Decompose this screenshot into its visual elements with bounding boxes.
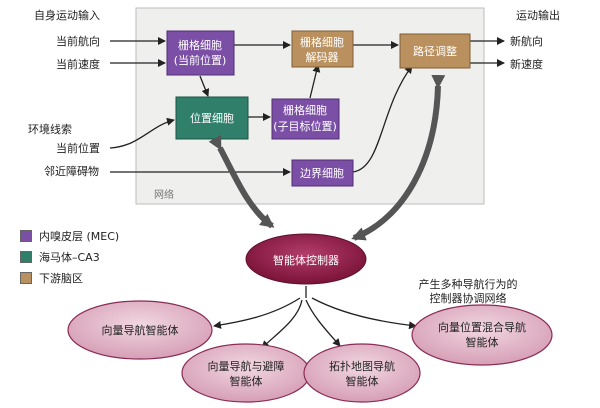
link-network-controller-right	[351, 74, 446, 241]
self-motion-input-label: 自身运动输入	[34, 8, 100, 22]
agent-vector-avoid: 向量导航与避障 智能体	[181, 343, 311, 403]
agent-arrows	[213, 286, 417, 349]
arrow-position-to-place	[109, 117, 175, 149]
box-border-cell: 边界细胞	[291, 159, 354, 187]
agent-hybrid: 向量位置混合导航 智能体	[411, 304, 553, 366]
grid-current-line1: 栅格细胞	[178, 38, 222, 52]
hybrid-line2: 智能体	[466, 335, 499, 349]
legend-label-mec: 内嗅皮层 (MEC)	[39, 230, 120, 243]
controller-ellipse	[245, 233, 367, 285]
box-path-adjust: 路径调整	[399, 33, 471, 69]
grid-decoder-line2: 解码器	[306, 50, 339, 64]
agent-vector-nav: 向量导航智能体	[67, 300, 213, 360]
arrow-to-vector-nav	[213, 297, 301, 329]
env-cues-label: 环境线索	[28, 122, 72, 136]
arrow-grid-to-place	[199, 75, 210, 97]
box-grid-subgoal: 栅格细胞 (子目标位置)	[271, 98, 340, 140]
arrow-to-topo	[305, 299, 341, 347]
link-network-controller-left	[208, 135, 275, 229]
annotation-line2: 控制器协调网络	[430, 291, 507, 305]
legend-label-ca3: 海马体–CA3	[39, 251, 100, 264]
topo-line1: 拓扑地图导航	[329, 359, 395, 373]
legend-item-mec: 内嗅皮层 (MEC)	[20, 229, 119, 243]
grid-decoder-line1: 栅格细胞	[300, 35, 344, 49]
grid-current-line2: (当前位置)	[174, 53, 227, 67]
path-adjust-text: 路径调整	[413, 44, 457, 58]
legend-item-ca3: 海马体–CA3	[20, 250, 100, 264]
current-position-label: 当前位置	[56, 141, 100, 155]
new-heading-label: 新航向	[510, 34, 543, 48]
motion-output-label: 运动输出	[516, 8, 560, 22]
controller-links	[208, 74, 446, 241]
current-speed-label: 当前速度	[56, 57, 100, 71]
box-grid-current: 栅格细胞 (当前位置)	[166, 30, 235, 76]
controller-text: 智能体控制器	[273, 253, 339, 267]
vector-avoid-line2: 智能体	[230, 374, 263, 388]
arrow-to-hybrid	[311, 297, 417, 330]
grid-subgoal-line1: 栅格细胞	[283, 103, 327, 117]
legend-swatch-tan	[20, 272, 32, 284]
legend-label-downstream: 下游脑区	[39, 272, 83, 285]
nearby-obstacles-label: 邻近障碍物	[44, 164, 99, 178]
network-label: 网络	[154, 188, 174, 201]
legend-item-downstream: 下游脑区	[20, 271, 83, 285]
connector-arrows	[109, 37, 505, 176]
current-heading-label: 当前航向	[56, 34, 100, 48]
topo-line2: 智能体	[346, 374, 379, 388]
hybrid-line1: 向量位置混合导航	[438, 320, 526, 334]
vector-nav-text: 向量导航智能体	[102, 323, 179, 337]
box-place-cell: 位置细胞	[175, 96, 249, 140]
arrow-to-vector-avoid	[261, 299, 303, 349]
arrow-subgoal-to-decoder	[309, 64, 321, 99]
place-cell-text: 位置细胞	[190, 111, 234, 125]
vector-avoid-line1: 向量导航与避障	[208, 359, 285, 373]
annotation-line1: 产生多种导航行为的	[419, 277, 518, 291]
agent-topo: 拓扑地图导航 智能体	[303, 343, 421, 403]
border-cell-text: 边界细胞	[300, 167, 344, 180]
legend-swatch-purple	[20, 230, 32, 242]
legend-swatch-teal	[20, 251, 32, 263]
box-grid-decoder: 栅格细胞 解码器	[291, 30, 354, 68]
grid-subgoal-line2: (子目标位置)	[273, 119, 337, 133]
new-speed-label: 新速度	[510, 57, 543, 71]
